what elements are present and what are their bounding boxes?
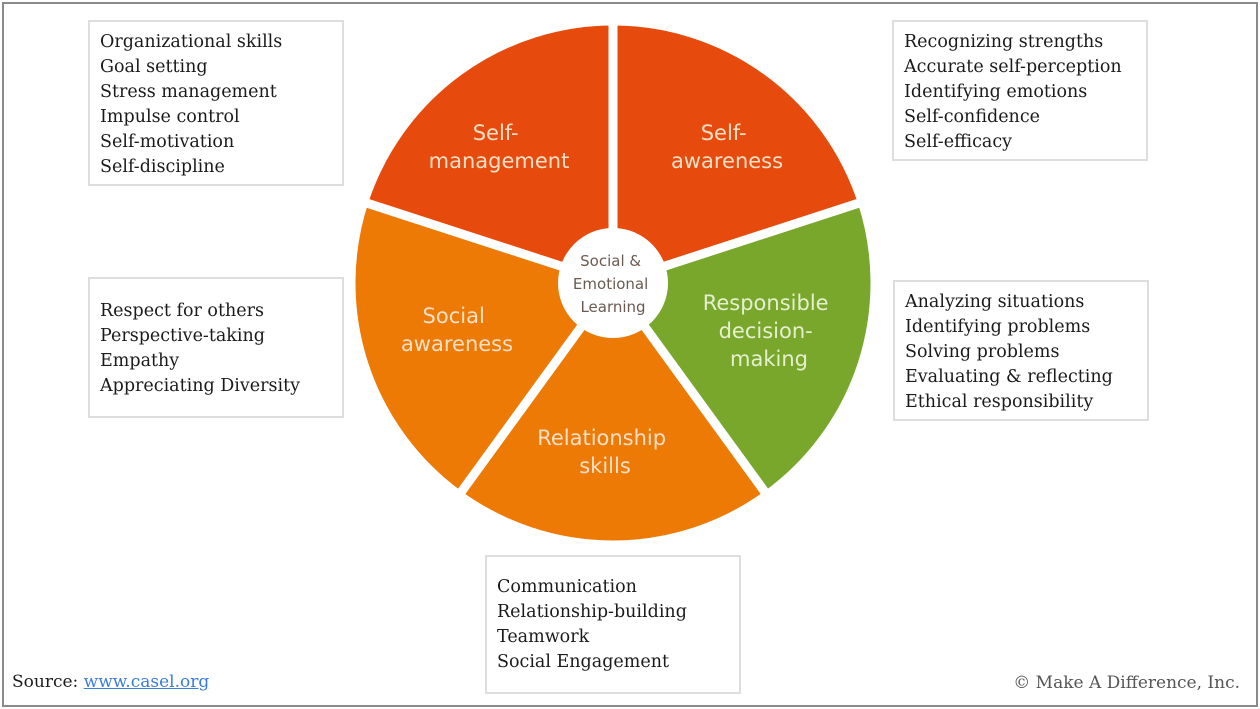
segment-label-responsible-decision-making: Responsible decision- making xyxy=(703,291,836,371)
segment-label-relationship-skills: Relationship skills xyxy=(537,426,673,478)
segment-responsible-decision-making xyxy=(605,196,880,502)
skill-item: Evaluating & reflecting xyxy=(905,367,1113,387)
segment-label-social-awareness: Social awareness xyxy=(401,304,513,356)
segment-social-awareness xyxy=(346,196,621,502)
center-circle xyxy=(558,228,668,338)
skill-item: Stress management xyxy=(100,82,277,102)
skill-item: Accurate self-perception xyxy=(904,57,1122,77)
skill-item: Analyzing situations xyxy=(905,292,1085,312)
segment-relationship-skills xyxy=(452,275,774,550)
skill-item: Impulse control xyxy=(100,107,240,127)
skill-item: Goal setting xyxy=(100,57,208,77)
copyright-notice: © Make A Difference, Inc. xyxy=(1013,673,1240,693)
skill-item: Perspective-taking xyxy=(100,326,265,346)
segment-label-self-management: Self- management xyxy=(429,121,570,173)
center-label-line: Social & xyxy=(580,252,641,270)
skill-item: Self-confidence xyxy=(904,107,1040,127)
center-label: Social & Emotional Learning xyxy=(573,252,653,316)
skill-item: Identifying emotions xyxy=(904,82,1088,102)
skill-item: Identifying problems xyxy=(905,317,1091,337)
skill-item: Respect for others xyxy=(100,301,264,321)
skill-item: Self-motivation xyxy=(100,132,235,152)
social-awareness-skills-box: Respect for others Perspective-taking Em… xyxy=(88,277,344,418)
segment-self-management xyxy=(358,16,618,290)
self-management-skills-box: Organizational skills Goal setting Stres… xyxy=(88,20,344,186)
skill-item: Communication xyxy=(497,577,637,597)
skill-item: Solving problems xyxy=(905,342,1060,362)
wheel-segments xyxy=(346,16,880,550)
skill-item: Relationship-building xyxy=(497,602,687,622)
skill-item: Appreciating Diversity xyxy=(100,376,300,396)
skill-item: Organizational skills xyxy=(100,32,283,52)
skill-item: Social Engagement xyxy=(497,652,670,672)
source-link[interactable]: www.casel.org xyxy=(83,672,210,692)
segment-label-self-awareness: Self- awareness xyxy=(671,121,783,173)
segment-self-awareness xyxy=(608,16,868,290)
self-awareness-skills-box: Recognizing strengths Accurate self-perc… xyxy=(892,20,1148,161)
relationship-skills-box: Communication Relationship-building Team… xyxy=(485,555,741,694)
skill-item: Self-discipline xyxy=(100,157,225,177)
source-label: Source: xyxy=(12,672,79,692)
skill-item: Empathy xyxy=(100,351,180,371)
skill-item: Teamwork xyxy=(497,627,590,647)
center-label-line: Emotional xyxy=(573,275,648,293)
source-citation: Source: www.casel.org xyxy=(12,672,209,692)
responsible-decision-making-skills-box: Analyzing situations Identifying problem… xyxy=(893,280,1149,421)
skill-item: Recognizing strengths xyxy=(904,32,1104,52)
center-label-line: Learning xyxy=(580,298,645,316)
skill-item: Self-efficacy xyxy=(904,132,1013,152)
skill-item: Ethical responsibility xyxy=(905,392,1094,412)
